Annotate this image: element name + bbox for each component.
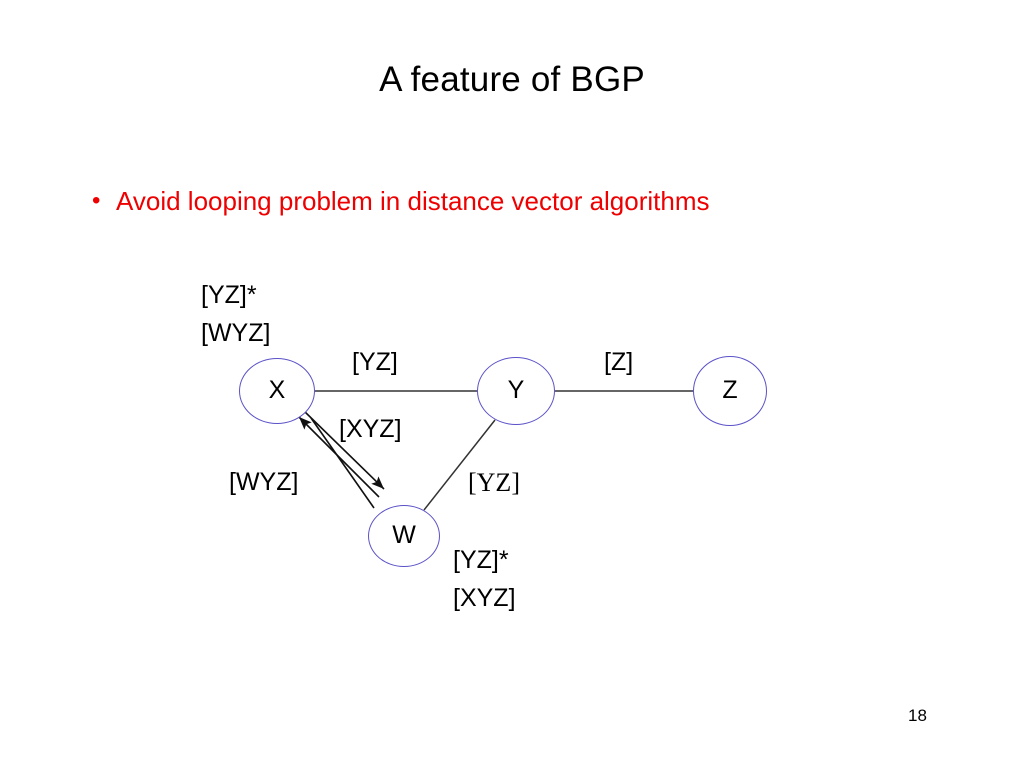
- label-w-routes-line2: [XYZ]: [453, 584, 516, 612]
- bullet-marker-icon: •: [92, 187, 101, 214]
- label-w-routes-line1: [YZ]*: [453, 546, 509, 574]
- node-y[interactable]: Y: [477, 357, 555, 425]
- node-z[interactable]: Z: [693, 356, 767, 426]
- label-x-routes: [YZ]* [WYZ]: [201, 276, 270, 352]
- label-edge-yz: [Z]: [604, 348, 634, 376]
- label-arrow-xw-upper: [XYZ]: [339, 415, 402, 443]
- label-x-routes-line1: [YZ]*: [201, 281, 257, 309]
- label-w-routes: [YZ]* [XYZ]: [453, 541, 516, 617]
- page-title: A feature of BGP: [379, 60, 645, 99]
- label-edge-xy: [YZ]: [352, 348, 398, 376]
- node-z-label: Z: [722, 376, 738, 404]
- node-x-label: X: [268, 376, 286, 404]
- page-number: 18: [908, 706, 927, 725]
- label-edge-yw: [YZ]: [468, 468, 520, 497]
- label-arrow-xw-left: [WYZ]: [229, 468, 299, 496]
- bullet-text: Avoid looping problem in distance vector…: [116, 186, 710, 216]
- node-x[interactable]: X: [239, 358, 315, 424]
- node-w-label: W: [392, 521, 416, 549]
- bullet-item: • Avoid looping problem in distance vect…: [92, 184, 972, 218]
- label-x-routes-line2: [WYZ]: [201, 319, 271, 347]
- node-w[interactable]: W: [368, 505, 440, 567]
- node-y-label: Y: [507, 376, 525, 404]
